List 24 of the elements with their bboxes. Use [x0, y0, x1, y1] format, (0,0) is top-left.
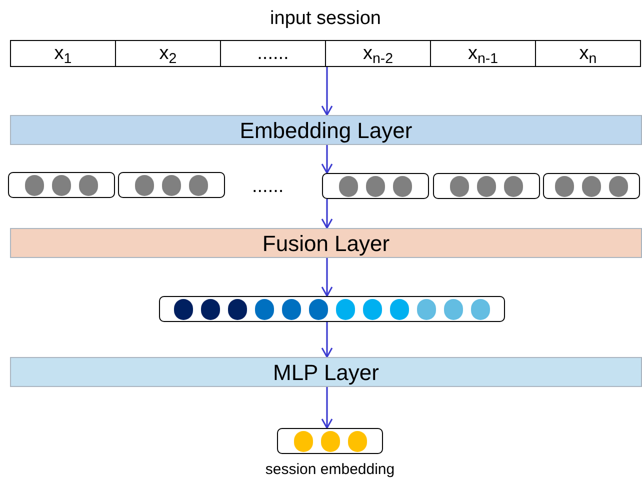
vector-box	[118, 172, 225, 198]
token-cell: ......	[220, 41, 325, 66]
arrow	[321, 199, 333, 229]
token-cell: x$_{n}$	[535, 41, 640, 66]
token-cell: x$_{n-1}$	[430, 41, 535, 66]
arrow	[321, 145, 333, 174]
vector-caption: session embedding	[265, 460, 395, 480]
layer-bar: Fusion Layer	[10, 228, 642, 258]
arrow	[321, 258, 333, 297]
arrow	[321, 67, 333, 116]
token-cell: x$_{2}$	[115, 41, 220, 66]
arrow	[321, 322, 333, 358]
layer-bar: Embedding Layer	[10, 115, 642, 145]
row-heading: input session	[269, 7, 382, 31]
token-cell: x$_{n-2}$	[325, 41, 430, 66]
vector-box	[433, 173, 540, 199]
layer-bar: MLP Layer	[10, 357, 642, 387]
ellipsis-text: ......	[252, 175, 284, 199]
token-cell: x$_{1}$	[11, 41, 115, 66]
vector-box	[159, 296, 505, 322]
vector-box	[8, 172, 115, 198]
vector-box	[543, 173, 640, 199]
vector-box	[322, 173, 429, 199]
arrow	[321, 387, 333, 429]
